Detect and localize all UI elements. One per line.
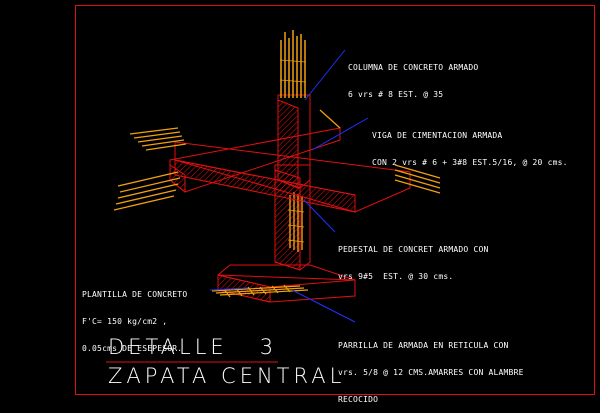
label-columna-line2: 6 vrs # 8 EST. @ 35 [348, 90, 444, 99]
leader-lines [209, 49, 369, 323]
label-columna: COLUMNA DE CONCRETO ARMADO 6 vrs # 8 EST… [348, 45, 478, 108]
detail-title: DETALLE 3 [108, 335, 278, 359]
drawing-frame [75, 5, 595, 395]
label-pedestal-line1: PEDESTAL DE CONCRET ARMADO CON [338, 245, 489, 254]
footing-rebar-grid [211, 284, 309, 298]
label-columna-line1: COLUMNA DE CONCRETO ARMADO [348, 63, 479, 72]
label-viga-line1: VIGA DE CIMENTACION ARMADA [372, 131, 503, 140]
column [277, 94, 311, 189]
label-plantilla-line1: PLANTILLA DE CONCRETO [82, 290, 188, 299]
label-plantilla-line2: F'C= 150 kg/cm2 , [82, 317, 168, 326]
pedestal-rebar [287, 192, 305, 252]
label-pedestal-line2: vrs 9#5 EST. @ 30 cms. [338, 272, 454, 281]
footing-base [217, 264, 356, 303]
foundation-drawing [106, 30, 441, 363]
label-parrilla-line1: PARRILLA DE ARMADA EN RETICULA CON [338, 341, 509, 350]
label-viga-line2: CON 2 vrs # 6 + 3#8 EST.5/16, @ 20 cms. [372, 158, 568, 167]
label-plantilla-line3: 0.05cms DE ESEPESOR. [82, 344, 183, 353]
label-plantilla: PLANTILLA DE CONCRETO F'C= 150 kg/cm2 , … [82, 272, 187, 362]
label-viga: VIGA DE CIMENTACION ARMADA CON 2 vrs # 6… [372, 113, 568, 176]
column-rebar [279, 30, 307, 98]
beam-rebar [113, 109, 441, 211]
label-pedestal: PEDESTAL DE CONCRET ARMADO CON vrs 9#5 E… [338, 227, 489, 290]
label-parrilla-line2: vrs. 5/8 @ 12 CMS.AMARRES CON ALAMBRE [338, 368, 524, 377]
detail-subtitle: ZAPATA CENTRAL [108, 364, 346, 388]
